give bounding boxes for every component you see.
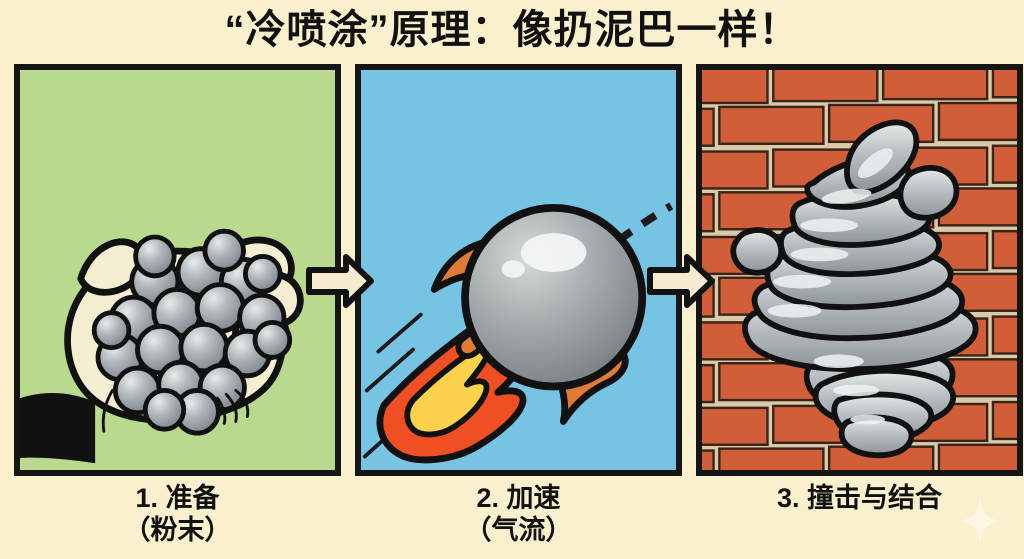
arrow-prepare-to-accelerate: [306, 254, 374, 308]
deposit-on-brick-wall-illustration: [702, 70, 1017, 470]
caption-preparation-line2: （粉末）: [123, 515, 232, 545]
caption-acceleration-line1: 2. 加速: [476, 483, 561, 513]
rocket-particle-illustration: [362, 202, 674, 464]
trajectory-dashed-line: [524, 202, 674, 314]
sphere-highlight-small: [501, 260, 525, 278]
caption-preparation: 1. 准备 （粉末）: [14, 482, 341, 546]
deposit-highlights: [767, 148, 893, 425]
metal-particle-sphere: [461, 203, 647, 391]
panel-acceleration: [355, 64, 682, 476]
panel-impact: [696, 64, 1023, 476]
sparkle-icon: [958, 496, 1002, 546]
hand-with-powder-illustration: [20, 228, 304, 464]
caption-acceleration: 2. 加速 （气流）: [355, 482, 682, 546]
metal-deposit-splat: [730, 119, 979, 459]
caption-acceleration-line2: （气流）: [464, 515, 573, 545]
caption-impact: 3. 撞击与结合: [696, 482, 1023, 514]
page-title: “冷喷涂”原理：像扔泥巴一样！: [224, 8, 800, 52]
caption-impact-line1: 3. 撞击与结合: [776, 483, 943, 513]
sphere-highlight-large: [520, 233, 587, 272]
caption-preparation-line1: 1. 准备: [135, 483, 220, 513]
panel-preparation: [14, 64, 341, 476]
arrow-accelerate-to-impact: [647, 254, 715, 308]
